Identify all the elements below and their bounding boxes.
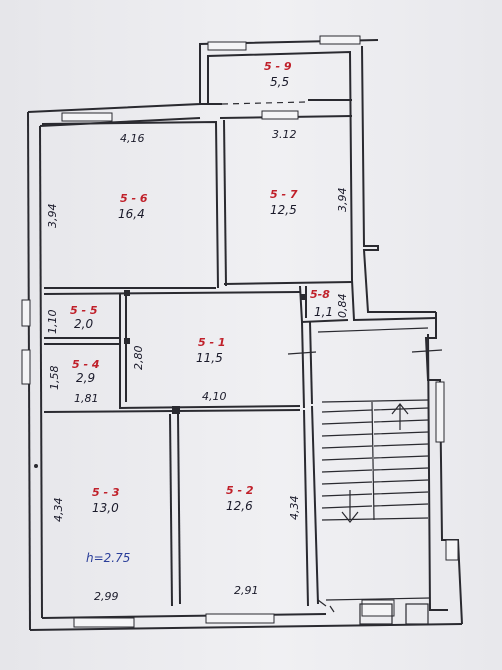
room-area-5-3: 13,0 [92,501,119,515]
windows [21,35,459,628]
room-id-5-4: 5 - 4 [72,358,100,371]
room-id-5-1: 5 - 1 [198,336,226,349]
dim-room4-width: 1,81 [74,392,99,405]
room-id-5-3: 5 - 3 [92,486,120,499]
dim-room7-width: 3.12 [272,128,297,141]
room-id-5-8: 5-8 [310,288,330,301]
dim-room6-height: 3,94 [46,204,59,229]
room-id-5-2: 5 - 2 [226,484,254,497]
outer-walls [27,39,463,631]
dim-room1-height: 2,80 [132,346,145,371]
room-area-5-1: 11,5 [196,351,223,365]
dim-room1-width: 4,10 [202,390,227,403]
dim-room4-height: 1,58 [48,366,61,391]
dim-room7-height: 3,94 [336,188,349,213]
room-id-5-7: 5 - 7 [270,188,298,201]
ceiling-height-label: h=2.75 [86,551,130,565]
dim-room8-height: 0,84 [336,294,349,319]
room-area-5-2: 12,6 [226,499,253,513]
wall-markers [34,290,306,468]
dim-room3-height: 4,34 [52,498,65,523]
room-area-5-6: 16,4 [118,207,145,221]
staircase [287,327,443,625]
dimension-labels: 4,16 3,94 3.12 3,94 1,10 0,84 1,58 1,81 … [46,128,349,603]
room-area-5-7: 12,5 [270,203,297,217]
dim-room3-width: 2,99 [94,590,119,603]
dim-room2-height: 4,34 [288,496,301,521]
dim-room6-width: 4,16 [120,132,145,145]
room-area-5-5: 2,0 [74,317,93,331]
room-area-5-9: 5,5 [270,75,289,89]
room-id-5-9: 5 - 9 [264,60,292,73]
room-id-5-5: 5 - 5 [70,304,98,317]
dim-room2-width: 2,91 [234,584,259,597]
room-area-5-4: 2,9 [76,371,95,385]
room-area-5-8: 1,1 [314,305,333,319]
room-labels: 5 - 9 5,5 5 - 6 16,4 5 - 7 12,5 5 - 5 2,… [70,60,333,515]
room-id-5-6: 5 - 6 [120,192,148,205]
dim-room5-height: 1,10 [46,310,59,335]
